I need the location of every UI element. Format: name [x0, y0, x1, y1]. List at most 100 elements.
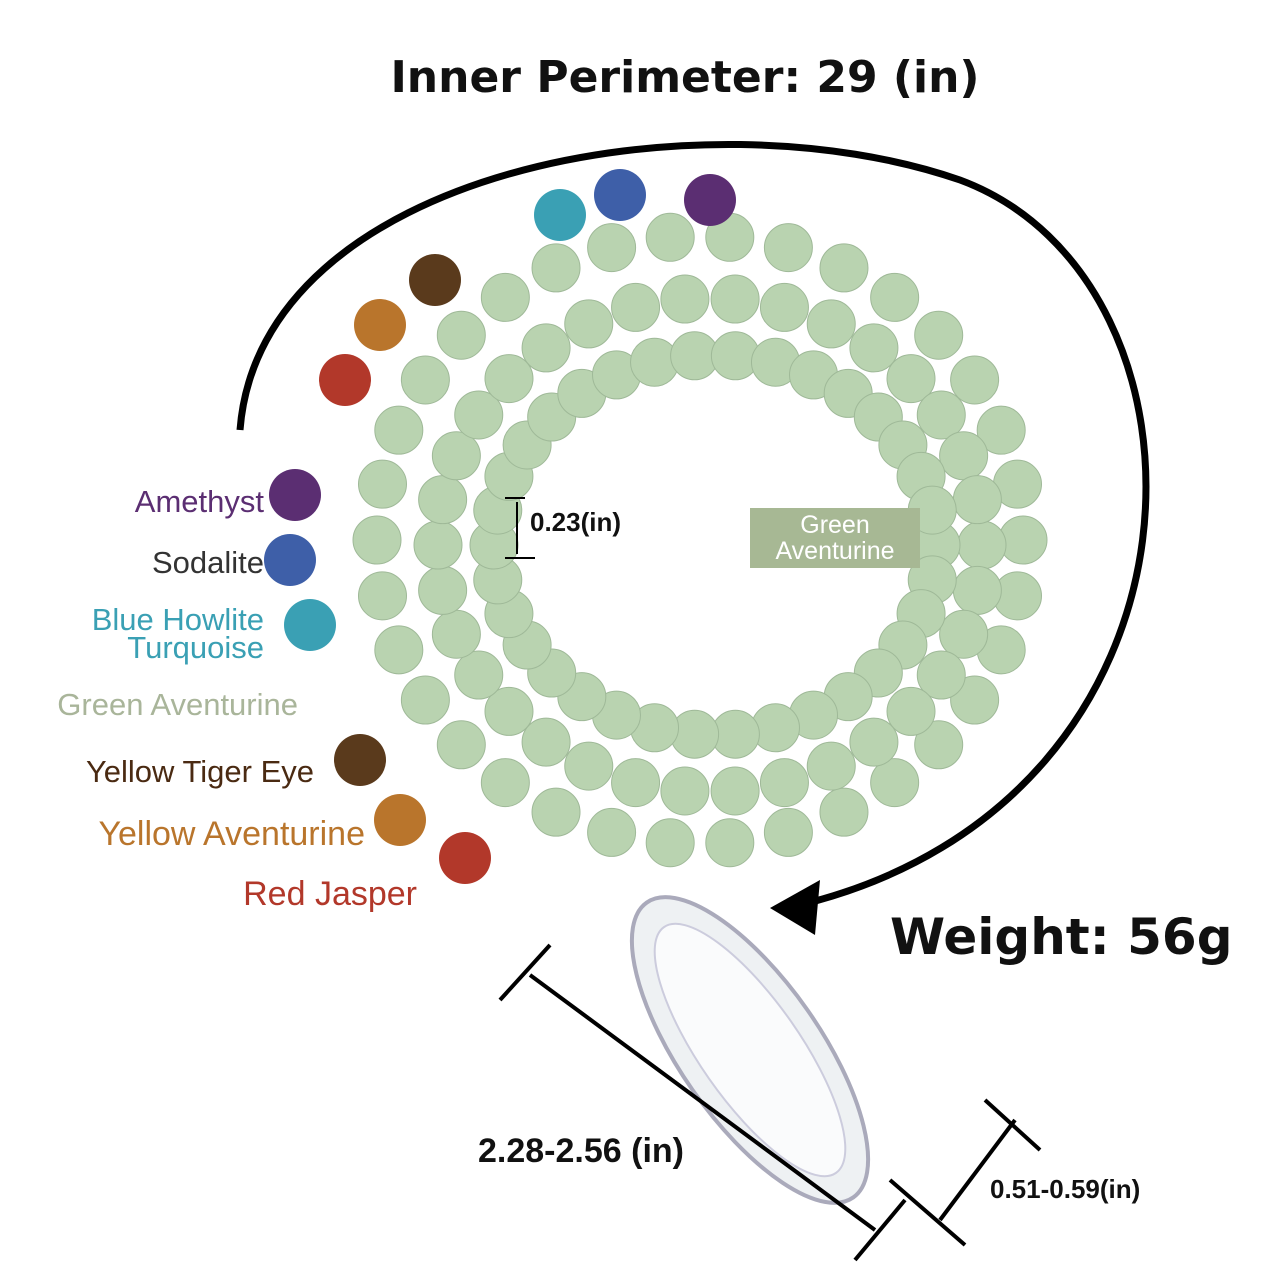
- bead: [916, 650, 966, 700]
- bead: [352, 515, 402, 565]
- center-label-line1: Green: [800, 511, 870, 539]
- bead: [806, 741, 856, 791]
- chakra-bead: [319, 354, 371, 406]
- bead: [870, 272, 920, 322]
- bead: [454, 390, 504, 440]
- pendant-length-label: 2.28-2.56 (in): [478, 1132, 684, 1170]
- label-amethyst: Amethyst: [134, 484, 264, 519]
- chakra-bead: [409, 254, 461, 306]
- arrowhead: [770, 880, 820, 935]
- bead: [454, 650, 504, 700]
- bead: [950, 355, 1000, 405]
- length-dimension-line: [498, 943, 907, 1262]
- bead: [916, 390, 966, 440]
- bead: [710, 766, 760, 816]
- chakra-bead: [684, 174, 736, 226]
- bead: [759, 758, 809, 808]
- bead: [431, 431, 481, 481]
- bead: [763, 807, 813, 857]
- bead: [436, 310, 486, 360]
- bead: [374, 625, 424, 675]
- bead: [480, 758, 530, 808]
- chakra-bead: [284, 599, 336, 651]
- bead: [914, 720, 964, 770]
- bead: [587, 807, 637, 857]
- center-label-line2: Aventurine: [775, 537, 895, 565]
- chakra-bead: [374, 794, 426, 846]
- bead: [710, 274, 760, 324]
- bead: [357, 571, 407, 621]
- bead: [950, 675, 1000, 725]
- bead: [374, 405, 424, 455]
- bead: [998, 515, 1048, 565]
- bead-size-marker: [505, 497, 535, 559]
- chakra-bead: [354, 299, 406, 351]
- bead: [806, 299, 856, 349]
- pendant-width-label: 0.51-0.59(in): [990, 1174, 1141, 1204]
- chakra-bead: [534, 189, 586, 241]
- weight-label: Weight: 56g: [890, 908, 1233, 966]
- chakra-bead: [269, 469, 321, 521]
- chakra-bead: [594, 169, 646, 221]
- label-blue-howlite: Blue Howlite Turquoise: [91, 602, 264, 665]
- bead: [413, 520, 463, 570]
- label-yellow-aventurine: Yellow Aventurine: [98, 815, 365, 853]
- bead: [849, 717, 899, 767]
- bead: [521, 323, 571, 373]
- bead: [564, 299, 614, 349]
- bead: [521, 717, 571, 767]
- bead: [849, 323, 899, 373]
- bead: [645, 818, 695, 868]
- inner-perimeter-title: Inner Perimeter: 29 (in): [390, 52, 980, 103]
- bead: [914, 310, 964, 360]
- bead: [952, 565, 1002, 615]
- label-tiger-eye: Yellow Tiger Eye: [85, 754, 314, 789]
- bead: [431, 609, 481, 659]
- bead-strands: [264, 169, 1048, 884]
- chakra-bead: [439, 832, 491, 884]
- bead: [357, 459, 407, 509]
- chakra-bead: [264, 534, 316, 586]
- label-turquoise: Turquoise: [127, 630, 264, 665]
- bead: [759, 282, 809, 332]
- bead: [531, 243, 581, 293]
- bead: [587, 223, 637, 273]
- label-sodalite: Sodalite: [151, 545, 264, 580]
- bead: [763, 223, 813, 273]
- bead: [886, 686, 936, 736]
- bead: [952, 475, 1002, 525]
- chakra-bead: [334, 734, 386, 786]
- center-green-aventurine-label: Green Aventurine: [750, 508, 920, 568]
- bead: [870, 758, 920, 808]
- bead: [418, 565, 468, 615]
- bead: [705, 818, 755, 868]
- bead: [418, 475, 468, 525]
- bead: [611, 758, 661, 808]
- label-red-jasper: Red Jasper: [243, 875, 417, 913]
- bead: [645, 212, 695, 262]
- bead: [939, 609, 989, 659]
- bead: [484, 354, 534, 404]
- bead: [660, 766, 710, 816]
- perimeter-arrow: [236, 141, 1150, 909]
- bead: [660, 274, 710, 324]
- bead: [400, 355, 450, 405]
- pendant: [629, 895, 871, 1205]
- bead: [939, 431, 989, 481]
- bead: [436, 720, 486, 770]
- bead: [819, 787, 869, 837]
- bead: [564, 741, 614, 791]
- bead: [957, 520, 1007, 570]
- bead: [484, 686, 534, 736]
- label-blue-howlite-line1: Blue Howlite: [91, 602, 264, 637]
- bead: [400, 675, 450, 725]
- bead: [819, 243, 869, 293]
- bead: [886, 354, 936, 404]
- bead: [480, 272, 530, 322]
- width-dimension-line: [888, 1098, 1042, 1247]
- bead: [531, 787, 581, 837]
- label-green-aventurine: Green Aventurine: [57, 687, 298, 722]
- bead: [611, 282, 661, 332]
- bead: [976, 405, 1026, 455]
